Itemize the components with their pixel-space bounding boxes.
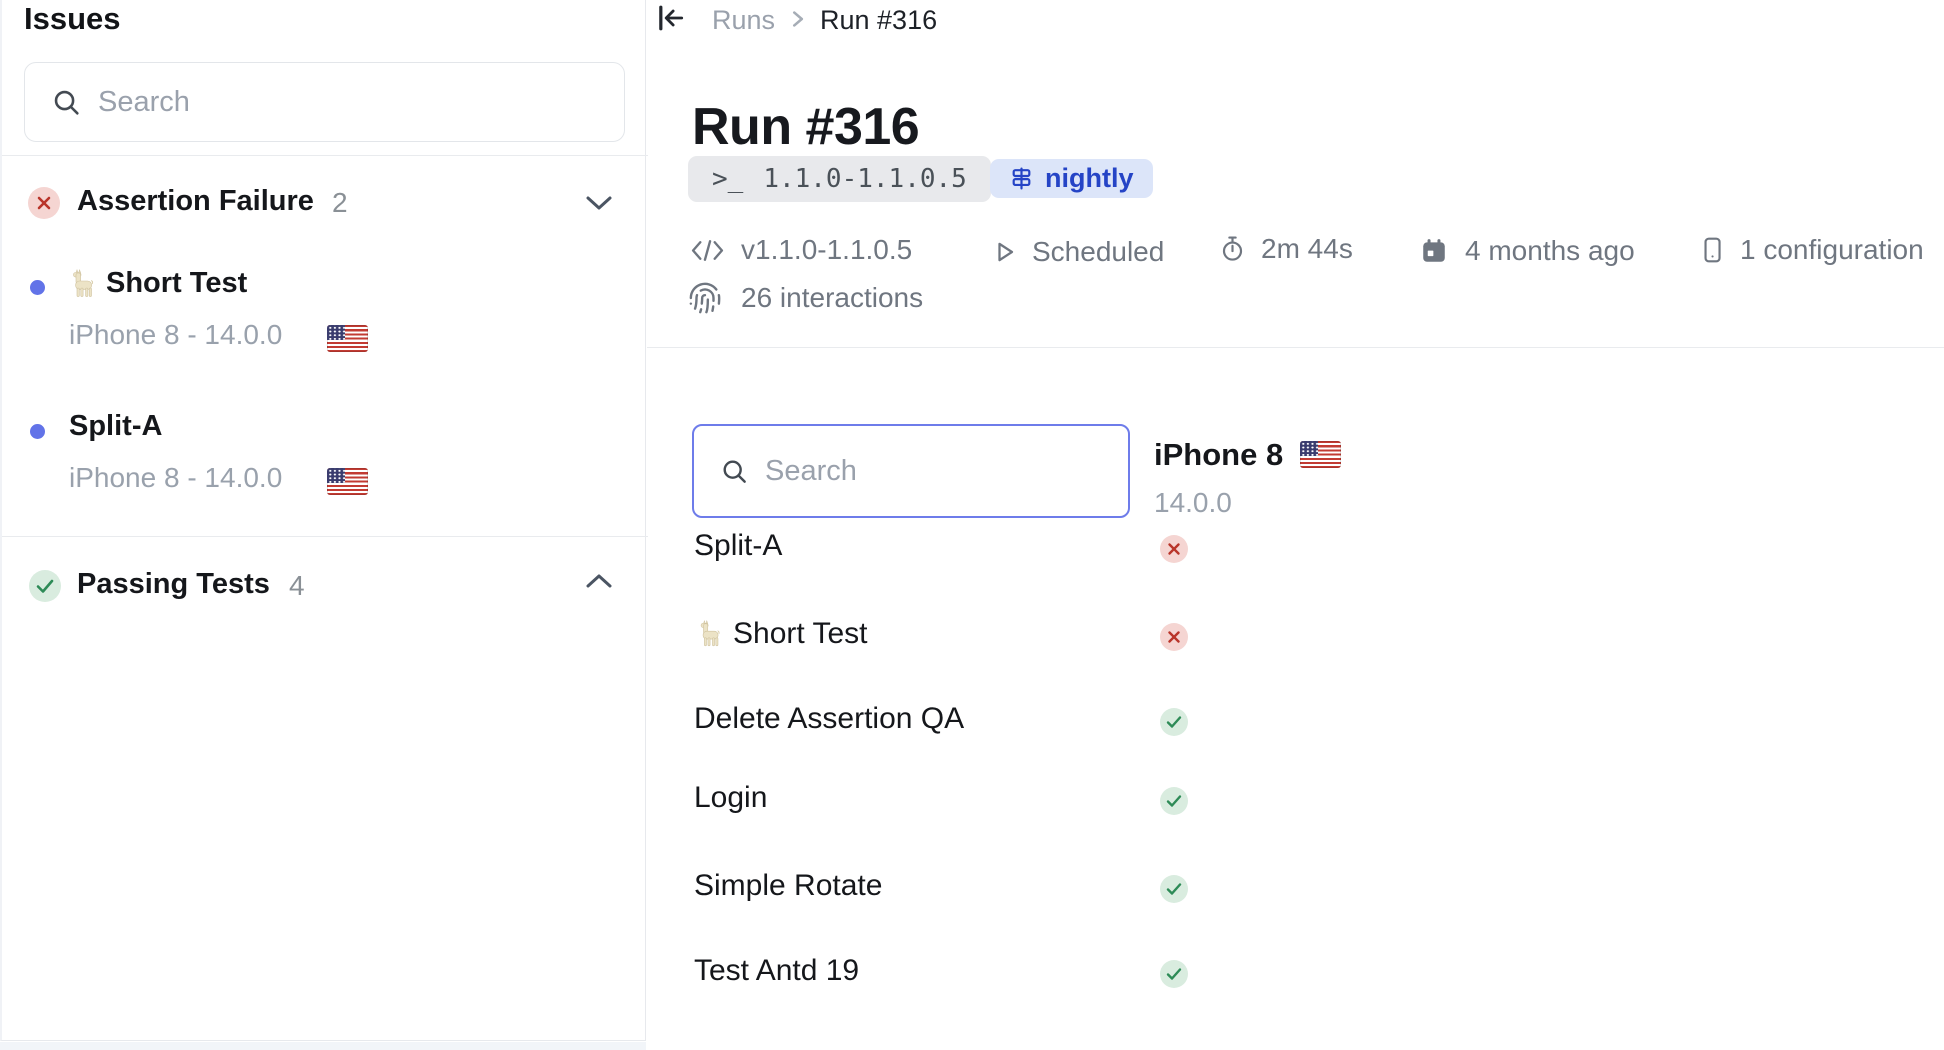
device-os-version: 14.0.0 (1154, 487, 1232, 518)
meta-version-text: v1.1.0-1.1.0.5 (741, 234, 913, 265)
meta-time-ago: 4 months ago (1420, 235, 1635, 267)
issue-test-name: Short Test (106, 267, 248, 299)
pass-status-icon (29, 570, 61, 602)
test-name: Delete Assertion QA (694, 702, 965, 735)
page-background-strip (0, 1042, 646, 1050)
meta-duration: 2m 44s (1219, 233, 1353, 265)
section-label: Passing Tests (77, 568, 270, 600)
fail-status-icon (1160, 535, 1188, 563)
meta-interactions-text: 26 interactions (741, 282, 924, 313)
llama-icon (700, 619, 720, 647)
x-icon (37, 196, 51, 210)
device-name: iPhone 8 (1154, 437, 1284, 472)
sidebar-title: Issues (24, 1, 121, 36)
meta-configurations: 1 configuration (1700, 234, 1924, 266)
meta-duration-text: 2m 44s (1261, 233, 1353, 264)
unread-dot-icon (30, 424, 45, 439)
meta-trigger: Scheduled (993, 236, 1164, 268)
issue-device-label: iPhone 8 - 14.0.0 (69, 462, 283, 493)
sidebar-divider (2, 155, 648, 156)
version-range-text: 1.1.0-1.1.0.5 (763, 164, 967, 194)
unread-dot-icon (30, 280, 45, 295)
us-flag-icon (1300, 441, 1341, 468)
terminal-prompt-icon: >_ (712, 164, 744, 194)
llama-icon (73, 269, 94, 297)
fail-status-icon (1160, 623, 1188, 651)
nightly-tag-badge: nightly (990, 159, 1153, 198)
chevron-up-icon (586, 574, 612, 588)
check-icon (1166, 883, 1182, 895)
section-count: 4 (289, 570, 305, 601)
sidebar-search (24, 62, 625, 142)
stopwatch-icon (1222, 236, 1243, 261)
check-icon (36, 579, 54, 593)
x-icon (1168, 543, 1180, 555)
sidebar-search-input[interactable] (82, 63, 624, 141)
check-icon (1166, 716, 1182, 728)
code-icon (691, 239, 724, 261)
pass-status-icon (1160, 960, 1188, 988)
fingerprint-icon (689, 282, 721, 314)
fail-status-icon (28, 187, 60, 219)
chevron-down-icon (586, 196, 612, 210)
pass-status-icon (1160, 708, 1188, 736)
chevron-right-icon (793, 11, 804, 27)
test-name: Short Test (733, 617, 868, 650)
collapse-section-button[interactable] (585, 195, 613, 214)
calendar-icon (1423, 239, 1445, 262)
check-icon (1166, 795, 1182, 807)
test-name: Login (694, 781, 768, 814)
expand-section-button[interactable] (585, 573, 613, 592)
sidebar-divider (2, 536, 648, 537)
breadcrumb-runs-link[interactable]: Runs (712, 5, 776, 35)
issues-sidebar: Issues Assertion Failure 2 (0, 0, 648, 1041)
test-name: Test Antd 19 (694, 954, 860, 987)
results-search-input[interactable] (749, 426, 1142, 516)
test-name: Split-A (694, 529, 783, 562)
header-divider (647, 347, 1944, 348)
us-flag-icon (327, 468, 368, 495)
collapse-sidebar-button[interactable] (656, 3, 686, 36)
section-label: Assertion Failure (77, 185, 314, 217)
meta-version: v1.1.0-1.1.0.5 (690, 234, 912, 266)
version-range-badge: >_ 1.1.0-1.1.0.5 (688, 156, 991, 202)
phone-icon (1704, 237, 1721, 263)
breadcrumb-current: Run #316 (820, 5, 938, 35)
meta-configurations-text: 1 configuration (1740, 234, 1924, 265)
section-count: 2 (332, 187, 348, 218)
signpost-icon (1012, 167, 1031, 190)
tag-label: nightly (1045, 163, 1134, 193)
results-search (692, 424, 1142, 518)
page-title: Run #316 (692, 98, 920, 156)
panel-collapse-icon (659, 5, 684, 31)
meta-time-ago-text: 4 months ago (1465, 235, 1635, 266)
test-name: Simple Rotate (694, 869, 883, 902)
search-icon (54, 90, 79, 115)
pass-status-icon (1160, 787, 1188, 815)
check-icon (1166, 968, 1182, 980)
us-flag-icon (327, 325, 368, 352)
pass-status-icon (1160, 875, 1188, 903)
meta-trigger-text: Scheduled (1032, 236, 1165, 267)
meta-interactions: 26 interactions (688, 281, 923, 315)
play-icon (998, 242, 1014, 262)
search-icon (723, 460, 746, 483)
x-icon (1168, 631, 1180, 643)
issue-test-name: Split-A (69, 410, 163, 442)
issue-device-label: iPhone 8 - 14.0.0 (69, 319, 283, 350)
